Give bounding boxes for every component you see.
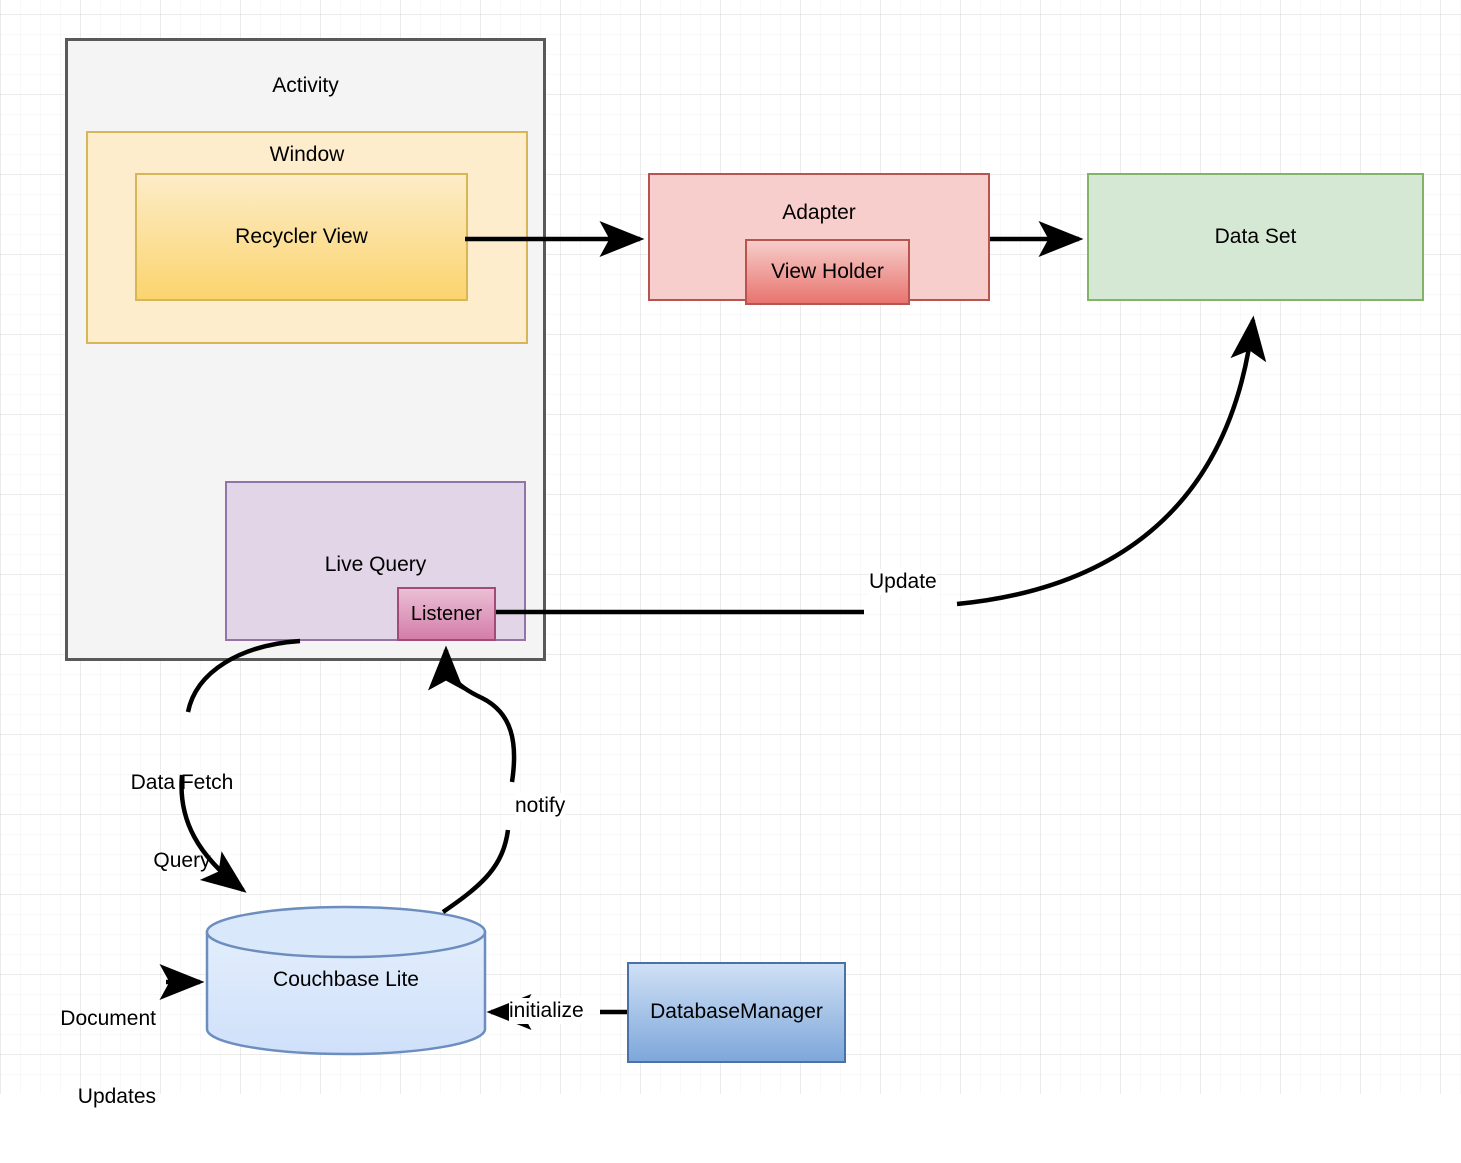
node-listener[interactable]: Listener: [397, 587, 496, 641]
node-live-query-label: Live Query: [324, 553, 427, 576]
node-adapter-label: Adapter: [782, 201, 856, 224]
node-database-manager[interactable]: DatabaseManager: [627, 962, 846, 1063]
edge-label-update: Update: [869, 569, 937, 596]
edge-label-data-fetch-query: Data Fetch Query: [112, 717, 252, 927]
node-data-set-label: Data Set: [1214, 224, 1297, 248]
node-view-holder[interactable]: View Holder: [745, 239, 910, 305]
edge-couchbase-to-listener: [428, 645, 517, 914]
node-view-holder-label: View Holder: [771, 259, 884, 283]
edge-label-document-updates-line1: Document: [60, 1006, 156, 1030]
edge-label-initialize: initialize: [509, 998, 584, 1025]
node-database-manager-label: DatabaseManager: [650, 1000, 823, 1024]
cylinder-shape: [205, 905, 487, 1056]
node-listener-label: Listener: [410, 602, 483, 625]
edge-label-document-updates-line2: Updates: [77, 1085, 156, 1109]
node-activity-label: Activity: [272, 74, 339, 97]
edge-label-document-updates: Document Updates: [26, 953, 156, 1163]
diagram-canvas: Activity Window Recycler View Live Query…: [0, 0, 1461, 1108]
node-couchbase-lite-label: Couchbase Lite: [273, 968, 419, 992]
node-window-label: Window: [269, 143, 345, 166]
edge-label-data-fetch-line2: Query: [153, 849, 211, 873]
node-recycler-view[interactable]: Recycler View: [135, 173, 468, 301]
edge-label-data-fetch-line1: Data Fetch: [130, 770, 234, 794]
node-data-set[interactable]: Data Set: [1087, 173, 1424, 301]
node-couchbase-lite[interactable]: Couchbase Lite: [205, 905, 487, 1056]
node-recycler-view-label: Recycler View: [235, 224, 368, 248]
edge-label-notify: notify: [515, 793, 566, 820]
